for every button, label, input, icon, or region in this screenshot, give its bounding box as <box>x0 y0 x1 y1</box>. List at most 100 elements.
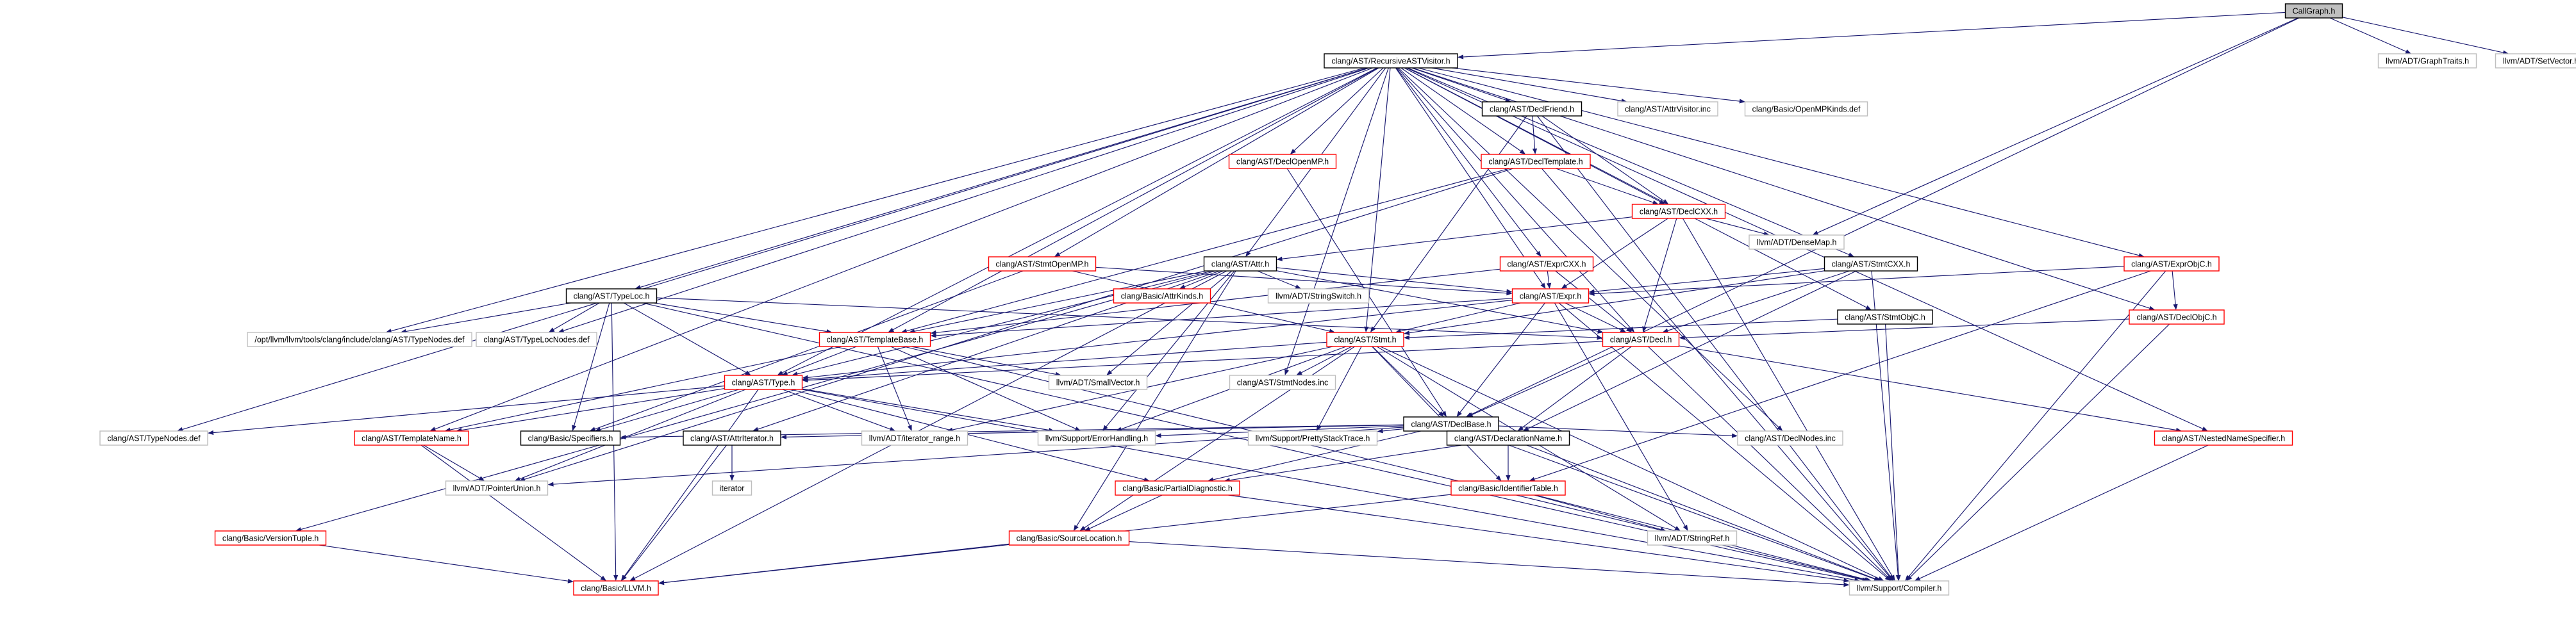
node-box <box>1849 580 1950 596</box>
edge-rav-to-expr <box>1395 67 1543 284</box>
node-expr[interactable]: clang/AST/Expr.h <box>1511 288 1590 304</box>
node-stmt[interactable]: clang/AST/Stmt.h <box>1326 332 1404 347</box>
node-llvmh[interactable]: clang/Basic/LLVM.h <box>573 580 659 596</box>
node-box <box>1450 480 1566 496</box>
edge-templatename-to-pointerunion <box>423 445 480 478</box>
edge-partialdiag-to-compiler <box>1228 494 1844 581</box>
node-box <box>573 580 659 596</box>
edge-typeloc-to-templatebase <box>654 302 827 332</box>
node-typeloc[interactable]: clang/AST/TypeLoc.h <box>565 288 658 304</box>
edge-attr-to-smallvector <box>1110 270 1233 372</box>
node-label: clang/Basic/IdentifierTable.h <box>1458 484 1558 493</box>
node-stmtopenmp[interactable]: clang/AST/StmtOpenMP.h <box>988 256 1097 272</box>
node-box <box>1744 101 1868 117</box>
node-type[interactable]: clang/AST/Type.h <box>724 375 803 390</box>
node-box <box>988 256 1097 272</box>
node-rav[interactable]: clang/AST/RecursiveASTVisitor.h <box>1324 53 1458 69</box>
edge-arrowhead <box>1522 426 1529 431</box>
edge-arrowhead <box>1674 526 1681 531</box>
node-stmtobjc[interactable]: clang/AST/StmtObjC.h <box>1837 309 1933 325</box>
node-box <box>1324 53 1458 69</box>
node-label: clang/Basic/VersionTuple.h <box>222 534 319 543</box>
node-label: clang/AST/TypeNodes.def <box>107 434 201 443</box>
edge-arrowhead <box>1084 526 1091 531</box>
edge-exprcxx-to-decl <box>1555 270 1628 329</box>
node-label: clang/Basic/PartialDiagnostic.h <box>1122 484 1233 493</box>
node-identtable[interactable]: clang/Basic/IdentifierTable.h <box>1450 480 1566 496</box>
edge-attr-to-expr <box>1276 267 1507 292</box>
edge-arrowhead <box>547 482 554 487</box>
edge-arrowhead <box>1588 291 1595 297</box>
edge-arrowhead <box>620 435 626 440</box>
edge-arrowhead <box>1561 284 1568 289</box>
node-declcxx[interactable]: clang/AST/DeclCXX.h <box>1631 204 1726 219</box>
edge-arrowhead <box>1370 326 1376 332</box>
node-attrkinds[interactable]: clang/Basic/AttrKinds.h <box>1113 288 1211 304</box>
edge-rav-to-attrvisitor <box>1431 67 1622 102</box>
node-declopenmp[interactable]: clang/AST/DeclOpenMP.h <box>1228 154 1337 169</box>
edge-rav-to-stmtobjc <box>1404 67 1867 308</box>
edge-type-to-compiler <box>802 389 1855 580</box>
node-box <box>1481 101 1583 117</box>
node-attr[interactable]: clang/AST/Attr.h <box>1203 256 1277 272</box>
node-partialdiag[interactable]: clang/Basic/PartialDiagnostic.h <box>1115 480 1240 496</box>
edge-stmt-to-type <box>808 341 1327 380</box>
node-box <box>711 480 752 496</box>
edge-arrowhead <box>1662 199 1669 204</box>
node-callgraph[interactable]: CallGraph.h <box>2284 3 2343 19</box>
edge-arrowhead <box>2173 304 2178 310</box>
node-label: clang/AST/TemplateBase.h <box>827 336 924 345</box>
edge-exprobjc-to-compiler <box>1908 270 2166 577</box>
edge-attr-to-templatebase <box>914 270 1207 332</box>
edge-attr-to-versiontuple <box>301 270 1216 530</box>
node-stmtcxx[interactable]: clang/AST/StmtCXX.h <box>1824 256 1918 272</box>
node-decltemplate[interactable]: clang/AST/DeclTemplate.h <box>1481 154 1591 169</box>
node-templatebase[interactable]: clang/AST/TemplateBase.h <box>819 332 931 347</box>
node-decl[interactable]: clang/AST/Decl.h <box>1602 332 1680 347</box>
edge-decl-to-compiler <box>1648 346 1888 578</box>
edge-decl-to-declname <box>1522 346 1632 428</box>
node-declname[interactable]: clang/AST/DeclarationName.h <box>1446 430 1570 446</box>
node-declfriend[interactable]: clang/AST/DeclFriend.h <box>1481 101 1583 117</box>
edge-rav-to-declopenmp <box>1294 67 1384 151</box>
edge-arrowhead <box>745 370 751 375</box>
edge-arrowhead <box>548 327 555 332</box>
edge-arrowhead <box>1519 149 1526 154</box>
node-nns[interactable]: clang/AST/NestedNameSpecifier.h <box>2154 430 2293 446</box>
edge-stmtcxx-to-declname <box>1527 270 1857 429</box>
node-exprcxx[interactable]: clang/AST/ExprCXX.h <box>1499 256 1594 272</box>
edge-rav-to-exprcxx <box>1395 67 1538 253</box>
edge-stmtopenmp-to-expr <box>1095 266 1507 294</box>
edge-rav-to-typelocnodes <box>563 67 1370 331</box>
node-box <box>1737 430 1843 446</box>
nodes-layer: CallGraph.h clang/AST/RecursiveASTVisitor… <box>99 3 2576 596</box>
node-box <box>2377 53 2477 69</box>
node-versiontuple[interactable]: clang/Basic/VersionTuple.h <box>214 530 327 546</box>
node-box <box>1511 288 1590 304</box>
node-exprobjc[interactable]: clang/AST/ExprObjC.h <box>2123 256 2220 272</box>
node-specifiers[interactable]: clang/Basic/Specifiers.h <box>520 430 621 446</box>
edge-arrowhead <box>1506 289 1513 294</box>
edge-stmtcxx-to-decl <box>1667 270 1850 331</box>
node-box <box>2284 3 2343 19</box>
edge-declcxx-to-decl <box>1644 218 1677 327</box>
node-label: clang/Basic/SourceLocation.h <box>1017 534 1122 543</box>
node-box <box>1481 154 1591 169</box>
node-declbase[interactable]: clang/AST/DeclBase.h <box>1403 416 1499 432</box>
node-label: clang/AST/Attr.h <box>1211 260 1269 269</box>
node-declobjc[interactable]: clang/AST/DeclObjC.h <box>2129 309 2225 325</box>
node-label: llvm/ADT/GraphTraits.h <box>2386 57 2469 66</box>
edge-arrowhead <box>1529 477 1536 482</box>
node-box <box>1631 204 1726 219</box>
edge-arrowhead <box>1914 576 1921 581</box>
edge-arrowhead <box>930 333 936 338</box>
node-srcloc[interactable]: clang/Basic/SourceLocation.h <box>1008 530 1130 546</box>
edge-decltemplate-to-declcxx <box>1556 168 1654 203</box>
node-templatename[interactable]: clang/AST/TemplateName.h <box>354 430 469 446</box>
node-label: clang/AST/DeclFriend.h <box>1490 105 1574 114</box>
edge-decltemplate-to-pointerunion <box>524 168 1514 480</box>
node-attriterator[interactable]: clang/AST/AttrIterator.h <box>683 430 781 446</box>
edge-declobjc-to-compiler <box>1910 323 2170 578</box>
node-box <box>99 430 208 446</box>
node-label: llvm/Support/PrettyStackTrace.h <box>1256 434 1370 443</box>
